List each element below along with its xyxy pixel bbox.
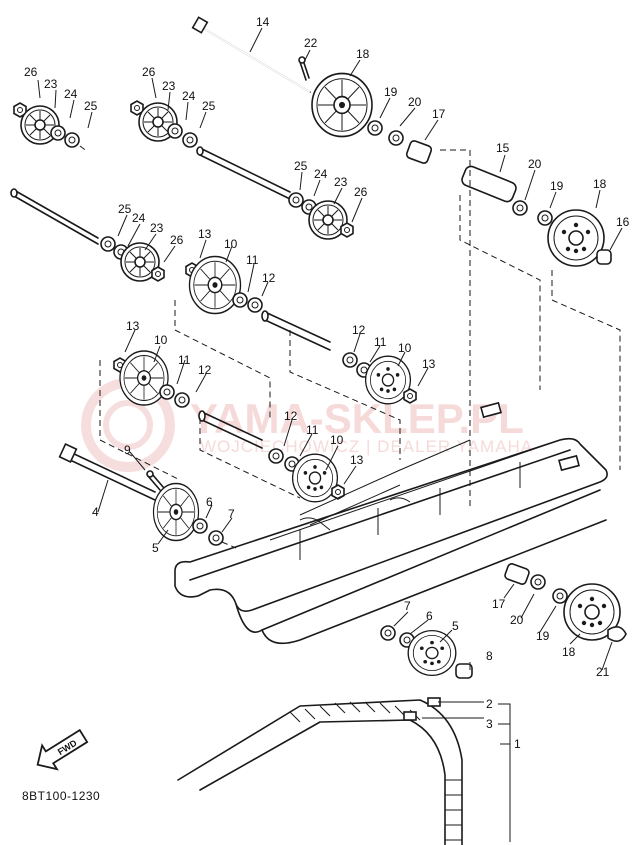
callout-21: 21 — [596, 665, 610, 679]
front-axle-assembly — [58, 443, 237, 549]
watermark: YAMA-SKLEP.PL WOJCIECHOWICZ | DEALER YAM… — [81, 378, 533, 472]
callout-24: 24 — [132, 211, 146, 225]
callout-labels: 14 22 18 26 23 24 25 26 23 24 25 19 20 1… — [24, 15, 630, 751]
callout-10: 10 — [154, 333, 168, 347]
callout-10: 10 — [224, 237, 238, 251]
callout-17: 17 — [492, 597, 506, 611]
callout-20: 20 — [408, 95, 422, 109]
callout-24: 24 — [64, 87, 78, 101]
callout-19: 19 — [384, 85, 398, 99]
callout-9: 9 — [124, 443, 131, 457]
callout-11: 11 — [246, 253, 259, 267]
callout-16: 16 — [616, 215, 630, 229]
callout-25: 25 — [84, 99, 98, 113]
callout-25: 25 — [202, 99, 216, 113]
callout-19: 19 — [550, 179, 564, 193]
callout-23: 23 — [150, 221, 164, 235]
callout-23: 23 — [334, 175, 348, 189]
callout-10: 10 — [330, 433, 344, 447]
reference-lines — [99, 149, 621, 510]
callout-1: 1 — [514, 737, 521, 751]
callout-13: 13 — [422, 357, 436, 371]
callout-14: 14 — [256, 15, 270, 29]
callout-20: 20 — [510, 613, 524, 627]
callout-24: 24 — [314, 167, 328, 181]
callout-18: 18 — [593, 177, 607, 191]
center-wheel-groups — [113, 255, 417, 503]
callout-11: 11 — [374, 335, 387, 349]
track — [177, 697, 463, 845]
watermark-title: YAMA-SKLEP.PL — [190, 395, 524, 442]
callout-25: 25 — [118, 202, 132, 216]
callout-17: 17 — [432, 107, 446, 121]
callout-12: 12 — [352, 323, 366, 337]
callout-10: 10 — [398, 341, 412, 355]
callout-26: 26 — [24, 65, 38, 79]
callout-13: 13 — [198, 227, 212, 241]
callout-26: 26 — [142, 65, 156, 79]
callout-3: 3 — [486, 717, 493, 731]
callout-22: 22 — [304, 36, 318, 50]
upper-idler-assembly — [10, 16, 433, 282]
slide-rail-frame — [174, 401, 608, 645]
callout-6: 6 — [206, 495, 213, 509]
callout-20: 20 — [528, 157, 542, 171]
callout-13: 13 — [350, 453, 364, 467]
callout-11: 11 — [178, 353, 191, 367]
callout-18: 18 — [562, 645, 576, 659]
callout-7: 7 — [228, 507, 235, 521]
callout-19: 19 — [536, 629, 550, 643]
callout-5: 5 — [452, 619, 459, 633]
callout-4: 4 — [92, 505, 99, 519]
callout-26: 26 — [170, 233, 184, 247]
diagram-code: 8BT100-1230 — [22, 789, 100, 803]
callout-26: 26 — [354, 185, 368, 199]
callout-15: 15 — [496, 141, 510, 155]
callout-13: 13 — [126, 319, 140, 333]
callout-12: 12 — [284, 409, 298, 423]
fwd-arrow-icon: FWD — [36, 728, 89, 771]
leader-lines — [37, 27, 623, 842]
lower-wheel-assembly — [380, 625, 473, 679]
rear-axle-assembly-right — [461, 165, 612, 267]
callout-11: 11 — [306, 423, 319, 437]
callout-8: 8 — [486, 649, 493, 663]
callout-12: 12 — [198, 363, 212, 377]
watermark-subtitle: WOJCIECHOWICZ | DEALER YAMAHA — [200, 437, 533, 456]
callout-23: 23 — [162, 79, 176, 93]
callout-6: 6 — [426, 609, 433, 623]
callout-7: 7 — [404, 599, 411, 613]
callout-18: 18 — [356, 47, 370, 61]
callout-23: 23 — [44, 77, 58, 91]
rear-axle-assembly-lower — [504, 563, 627, 642]
callout-25: 25 — [294, 159, 308, 173]
callout-2: 2 — [486, 697, 493, 711]
callout-5: 5 — [152, 541, 159, 555]
callout-24: 24 — [182, 89, 196, 103]
callout-12: 12 — [262, 271, 276, 285]
